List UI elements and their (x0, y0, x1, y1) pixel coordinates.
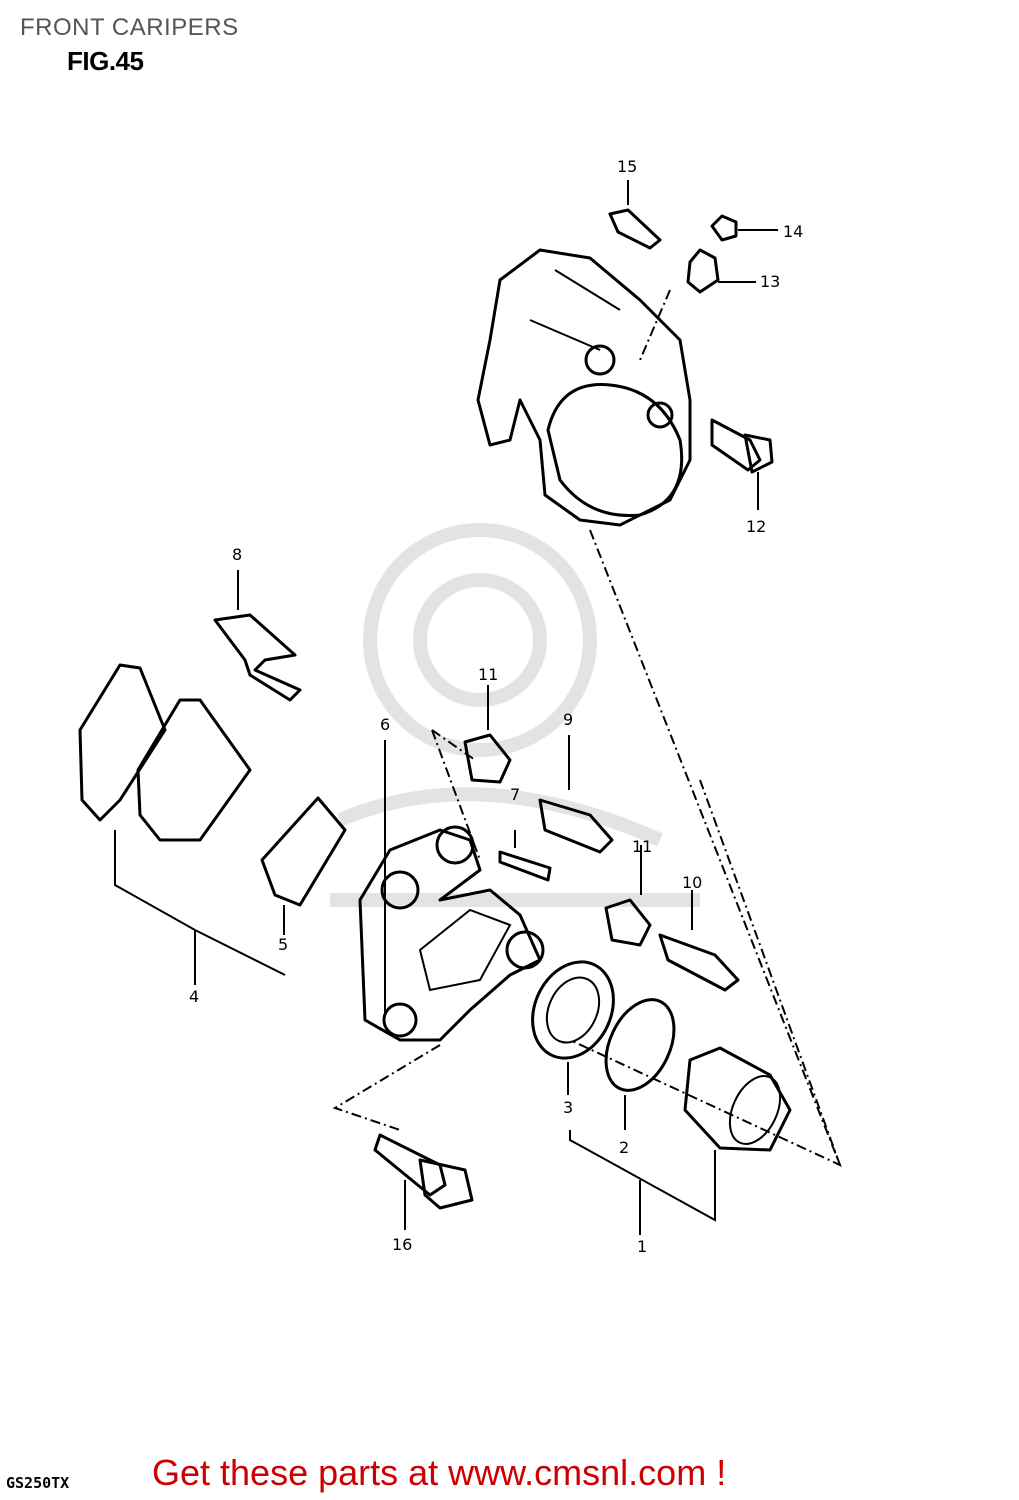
piston-seal-2 (604, 998, 676, 1130)
brake-pads-4 (78, 663, 286, 985)
figure-label: FIG.45 (67, 46, 144, 76)
boot-11-upper (431, 685, 512, 861)
callout-16: 16 (392, 1235, 412, 1254)
page-title: FRONT CARIPERS (20, 14, 239, 41)
bolt-16 (373, 1133, 474, 1230)
callout-3: 3 (563, 1098, 573, 1117)
piston-1 (569, 1046, 792, 1235)
callout-10: 10 (682, 873, 702, 892)
callout-5: 5 (278, 935, 288, 954)
caliper-body-upper (476, 248, 692, 527)
callout-15: 15 (617, 157, 637, 176)
clip-15 (608, 180, 662, 250)
shim-5 (260, 796, 347, 935)
callout-2: 2 (619, 1138, 629, 1157)
bleeder-cap-14 (710, 214, 778, 242)
pad-spring-8 (213, 570, 302, 702)
callout-12: 12 (746, 517, 766, 536)
sleeve-9 (538, 735, 614, 854)
dust-seal-3 (531, 960, 615, 1095)
callout-13: 13 (760, 272, 780, 291)
callout-7: 7 (510, 785, 520, 804)
callout-6: 6 (380, 715, 390, 734)
watermark-logo (330, 523, 700, 907)
callout-11-upper: 11 (478, 665, 498, 684)
bolt-12 (710, 418, 774, 510)
bleeder-valve-13 (686, 248, 756, 294)
callout-1: 1 (637, 1237, 647, 1256)
callout-4: 4 (189, 987, 199, 1006)
callout-9: 9 (563, 710, 573, 729)
model-code: GS250TX (6, 1474, 70, 1492)
callout-8: 8 (232, 545, 242, 564)
callout-14: 14 (783, 222, 803, 241)
assembly-line-main (569, 529, 842, 1167)
sleeve-10 (658, 890, 740, 992)
promo-link[interactable]: Get these parts at www.cmsnl.com ! (152, 1452, 727, 1493)
pin-7 (498, 830, 552, 882)
callout-11-lower: 11 (632, 837, 652, 856)
caliper-bracket-6 (332, 740, 545, 1131)
boot-11-lower (604, 845, 652, 947)
